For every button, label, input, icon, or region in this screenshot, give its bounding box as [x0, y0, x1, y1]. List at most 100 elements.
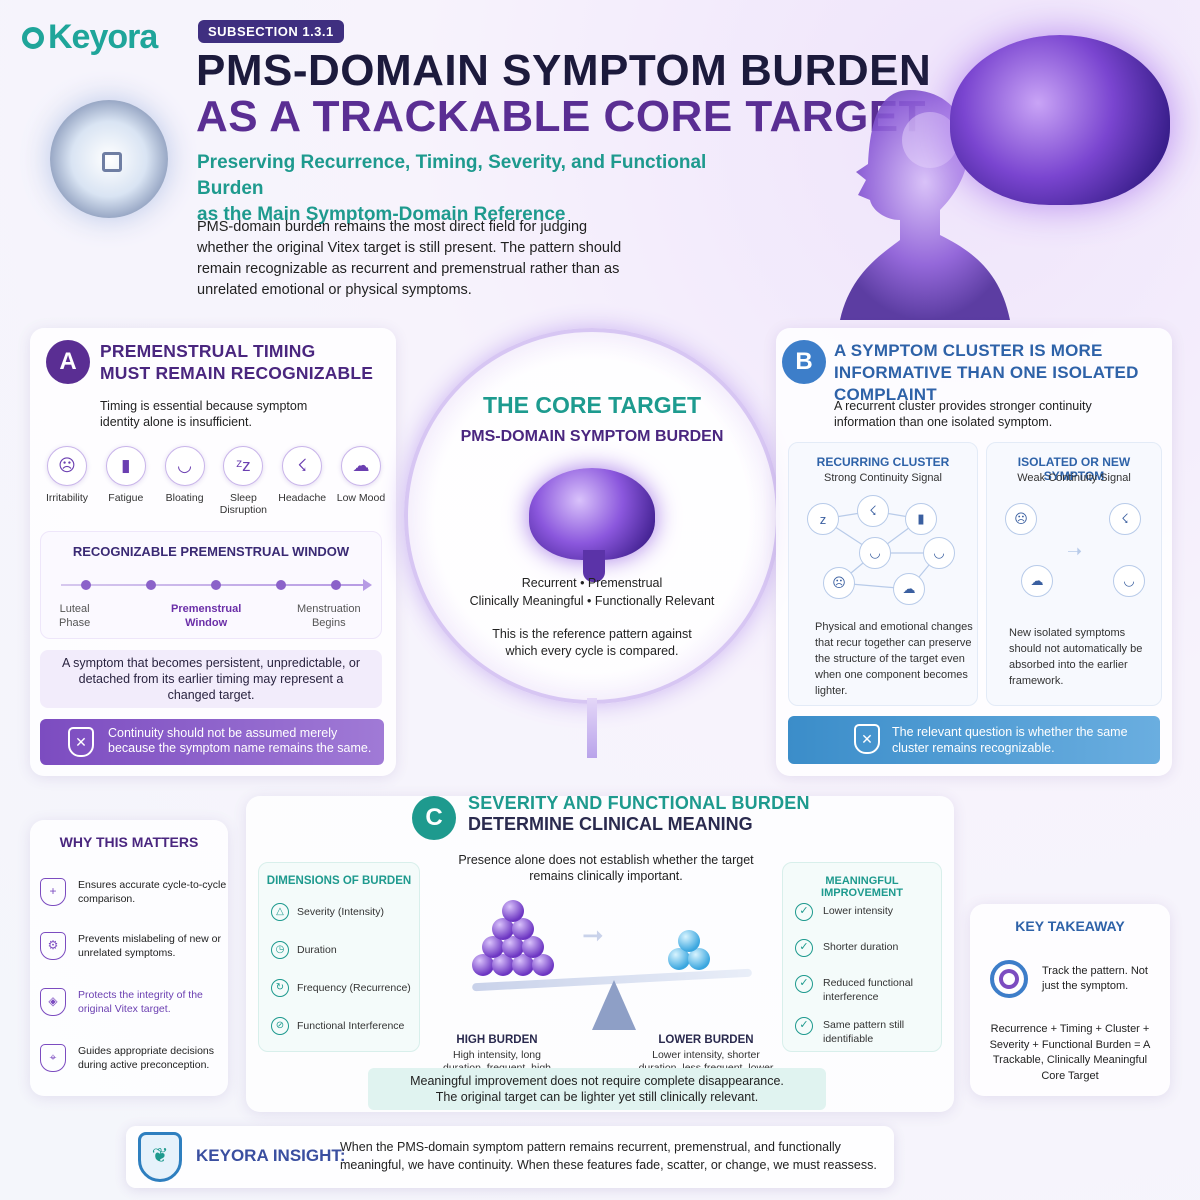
isolated-symptom-text: New isolated symptoms should not automat…	[1009, 627, 1143, 687]
bloating-icon: ◡	[923, 537, 955, 569]
meaningful-improvement-card: MEANINGFUL IMPROVEMENT ✓Lower intensity …	[782, 862, 942, 1052]
burden-sphere	[532, 954, 554, 976]
logo-key-icon	[22, 26, 44, 49]
timeline-dot	[146, 580, 156, 590]
cycle-timeline	[61, 579, 372, 591]
subtitle-line1: Preserving Recurrence, Timing, Severity,…	[197, 152, 707, 199]
symptom-label: Low Mood	[336, 492, 386, 504]
insight-text: When the PMS-domain symptom pattern rema…	[340, 1140, 877, 1172]
panel-b-badge: B	[782, 340, 826, 384]
brain-icon	[529, 468, 655, 582]
phase-luteal: Luteal Phase	[59, 603, 91, 629]
dimensions-of-burden-card: DIMENSIONS OF BURDEN △ Severity (Intensit…	[258, 862, 420, 1052]
battery-icon: ▮	[905, 503, 937, 535]
phase-premenstrual: Premenstrual Window	[171, 603, 242, 629]
burden-sphere	[492, 954, 514, 976]
panel-b-title-line1: A SYMPTOM CLUSTER IS MORE	[834, 341, 1103, 360]
warning-triangle-icon: △	[271, 903, 289, 921]
headache-icon: ☇	[282, 446, 323, 486]
timeline-arrow-icon	[363, 579, 372, 591]
improvement-label: Shorter duration	[823, 941, 899, 953]
burden-sphere	[472, 954, 494, 976]
panel-c-badge: C	[412, 796, 456, 840]
down-arrow-icon	[587, 698, 597, 758]
burden-sphere	[668, 948, 690, 970]
cluster-question-text: The relevant question is whether the sam…	[892, 725, 1128, 755]
shield-icon: ✕	[854, 724, 880, 754]
logo-text: Keyora	[48, 18, 158, 56]
lock-shield-icon: ◈	[40, 988, 66, 1016]
glowing-brain-illustration	[950, 35, 1170, 205]
panel-symptom-cluster: B A SYMPTOM CLUSTER IS MORE INFORMATIVE …	[776, 328, 1172, 776]
panel-c-title-line2: DETERMINE CLINICAL MEANING	[468, 814, 753, 834]
core-reference-text: This is the reference pattern against wh…	[492, 627, 692, 658]
page-subtitle: Preserving Recurrence, Timing, Severity,…	[197, 150, 757, 228]
timeline-dot	[331, 580, 341, 590]
panel-b-description: A recurrent cluster provides stronger co…	[834, 399, 1092, 429]
insight-label: KEYORA INSIGHT:	[196, 1146, 346, 1165]
head-icon: ☹	[823, 567, 855, 599]
symptom-headache: ☇Headache	[273, 446, 331, 516]
improvement-heading: MEANINGFUL IMPROVEMENT	[821, 875, 903, 899]
panel-c-description: Presence alone does not establish whethe…	[458, 853, 754, 883]
recurring-cluster-sub: Strong Continuity Signal	[823, 472, 942, 484]
symptom-fatigue: ▮Fatigue	[97, 446, 155, 516]
burden-sphere	[492, 918, 514, 940]
subsection-badge: SUBSECTION 1.3.1	[198, 20, 344, 43]
symptom-label: Fatigue	[108, 492, 144, 504]
high-burden-title: HIGH BURDEN	[456, 1034, 538, 1046]
burden-sphere	[502, 936, 524, 958]
core-target-circle: THE CORE TARGET PMS-DOMAIN SYMPTOM BURDE…	[404, 328, 780, 764]
target-icon	[990, 960, 1028, 998]
page-title-line1: PMS-DOMAIN SYMPTOM BURDEN	[196, 46, 932, 95]
compass-icon: ⌖	[40, 1044, 66, 1072]
core-title: THE CORE TARGET	[482, 392, 702, 418]
dimension-item: ◷Duration	[271, 941, 337, 959]
window-title: RECOGNIZABLE PREMENSTRUAL WINDOW	[72, 544, 350, 559]
improvement-note: Meaningful improvement does not require …	[368, 1068, 826, 1110]
improvement-label: Reduced functional interference	[823, 977, 913, 1003]
burden-sphere	[512, 954, 534, 976]
dimensions-heading: DIMENSIONS OF BURDEN	[266, 875, 412, 887]
head-icon: ☹	[1005, 503, 1037, 535]
premenstrual-window-box: RECOGNIZABLE PREMENSTRUAL WINDOW Luteal …	[40, 531, 382, 639]
recurring-cluster-card: RECURRING CLUSTER Strong Continuity Sign…	[788, 442, 978, 706]
subtitle-line2: as the Main Symptom-Domain Reference	[197, 204, 566, 225]
burden-sphere	[512, 918, 534, 940]
key-line1: Track the pattern. Not just the symptom.	[1042, 965, 1148, 992]
timeline-dot	[276, 580, 286, 590]
leaf-shield-icon: ❦	[138, 1132, 182, 1182]
lower-burden-title: LOWER BURDEN	[658, 1034, 754, 1046]
rain-cloud-icon: ☁	[893, 573, 925, 605]
key-takeaway-panel: KEY TAKEAWAY Track the pattern. Not just…	[970, 904, 1170, 1096]
symptom-low-mood: ☁ Low Mood	[332, 446, 390, 516]
dimension-item: ↻Frequency (Recurrence)	[271, 979, 411, 997]
symptom-label: Bloating	[165, 492, 204, 504]
dimension-label: Severity (Intensity)	[297, 905, 384, 918]
core-subtitle: PMS-DOMAIN SYMPTOM BURDEN	[460, 428, 724, 445]
changed-target-note: A symptom that becomes persistent, unpre…	[40, 650, 382, 708]
burden-sphere	[522, 936, 544, 958]
symptom-irritability: ☹Irritability	[38, 446, 96, 516]
timeline-dot	[81, 580, 91, 590]
rain-cloud-icon: ☁	[340, 446, 381, 486]
symptom-label: Irritability	[45, 492, 88, 504]
symptom-label: Sleep Disruption	[219, 492, 268, 516]
rain-cloud-icon: ☁	[1021, 565, 1053, 597]
improvement-label: Lower intensity	[823, 905, 894, 917]
improvement-label: Same pattern still identifiable	[823, 1019, 905, 1045]
panel-a-title: PREMENSTRUAL TIMING MUST REMAIN RECOGNIZ…	[100, 340, 373, 384]
keyora-insight-bar: ❦ KEYORA INSIGHT: When the PMS-domain sy…	[126, 1126, 894, 1188]
check-icon: ✓	[795, 975, 813, 993]
arrow-right-icon: ➞	[582, 920, 604, 950]
gear-icon: ⚙	[40, 932, 66, 960]
headache-icon: ☇	[1109, 503, 1141, 535]
burden-sphere	[688, 948, 710, 970]
why-item-text: Guides appropriate decisions during acti…	[78, 1045, 214, 1071]
panel-c-title-line1: SEVERITY AND FUNCTIONAL BURDEN	[468, 793, 810, 813]
headache-icon: ☇	[857, 495, 889, 527]
panel-severity-burden: C SEVERITY AND FUNCTIONAL BURDEN DETERMI…	[246, 793, 954, 1112]
key-formula: Recurrence + Timing + Cluster + Severity…	[989, 1023, 1151, 1082]
